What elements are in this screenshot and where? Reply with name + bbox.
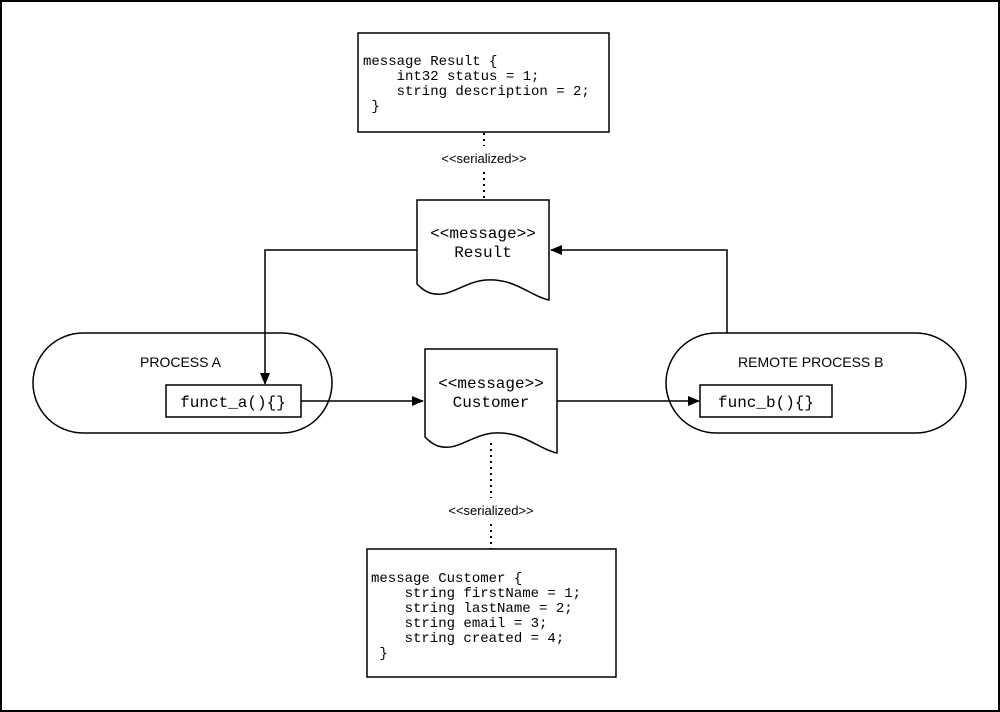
arrow-result-to-funct-a: [260, 249, 417, 385]
result-definition-box: message Result { int32 status = 1; strin…: [0, 0, 649, 133]
result-message-document: <<message>> Result: [416, 199, 550, 301]
customer-definition-line: string email = 3;: [371, 616, 547, 632]
result-definition-line: message Result {: [363, 54, 497, 70]
result-definition-line: }: [363, 99, 380, 115]
svg-text:message Customer { s: message Customer { string firstName = 1;…: [371, 571, 581, 662]
arrow-func-b-to-result: [550, 245, 728, 333]
customer-definition-line: string firstName = 1;: [371, 586, 581, 602]
customer-definition-line: string created = 4;: [371, 631, 564, 647]
customer-definition-line: }: [371, 646, 388, 662]
remote-process-b: REMOTE PROCESS B func_b(){}: [665, 332, 967, 434]
result-message-name: Result: [454, 244, 512, 262]
serialized-label-top: <<serialized>>: [441, 151, 526, 166]
customer-definition-box: message Customer { string firstName = 1;…: [366, 548, 617, 678]
customer-message-name: Customer: [453, 394, 530, 412]
funct-a-box: [165, 384, 302, 418]
customer-message-stereotype: <<message>>: [438, 375, 544, 393]
svg-text:message Result { int: message Result { int32 status = 1; strin…: [0, 0, 649, 115]
process-a-label: PROCESS A: [140, 354, 222, 370]
result-definition-line: int32 status = 1;: [363, 69, 539, 85]
funct-a-label: funct_a(){}: [180, 394, 286, 412]
serialized-label-bottom: <<serialized>>: [448, 503, 533, 518]
customer-definition-line: message Customer {: [371, 571, 522, 587]
func-b-box: [699, 384, 833, 418]
process-a: PROCESS A funct_a(){}: [32, 332, 333, 434]
customer-message-document: <<message>> Customer: [424, 348, 558, 454]
func-b-label: func_b(){}: [718, 394, 814, 412]
process-b-label: REMOTE PROCESS B: [738, 354, 883, 370]
customer-definition-line: string lastName = 2;: [371, 601, 573, 617]
result-message-stereotype: <<message>>: [430, 225, 536, 243]
result-definition-line: string description = 2;: [363, 84, 590, 100]
